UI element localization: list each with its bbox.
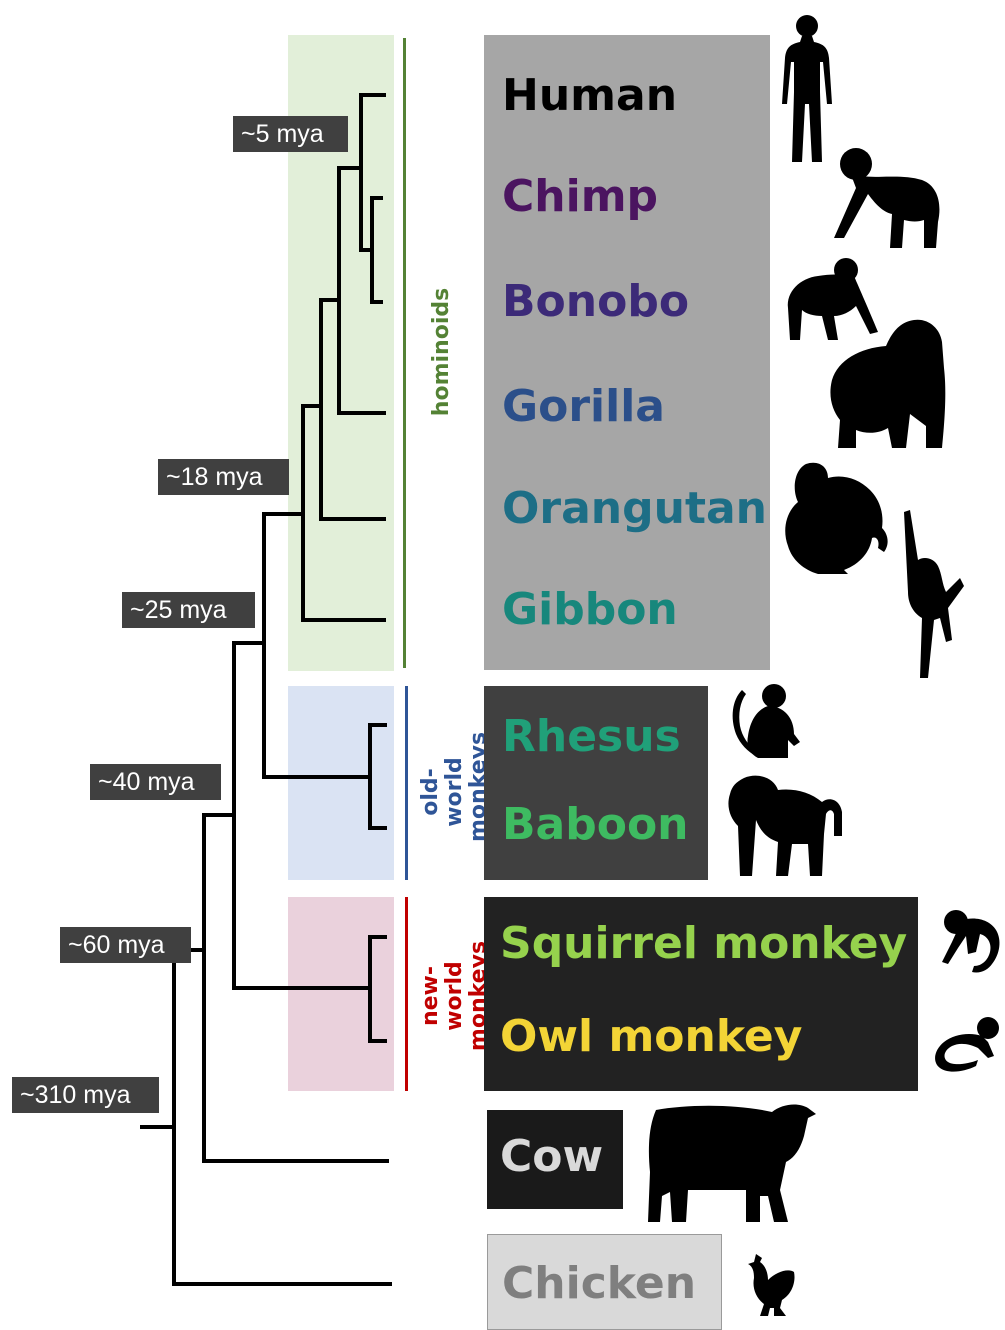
divergence-label-18mya: ~18 mya: [158, 459, 289, 495]
divergence-label-40mya: ~40 mya: [90, 764, 221, 800]
owl-monkey-silhouette-icon: [930, 1016, 1004, 1072]
rhesus-silhouette-icon: [728, 682, 802, 760]
squirrel-monkey-silhouette-icon: [936, 906, 1002, 976]
divergence-label-60mya: ~60 mya: [60, 927, 191, 963]
chimp-silhouette-icon: [826, 142, 944, 250]
gibbon-silhouette-icon: [890, 508, 964, 680]
cow-silhouette-icon: [648, 1100, 818, 1226]
human-silhouette-icon: [778, 12, 836, 162]
divergence-label-310mya: ~310 mya: [12, 1077, 159, 1113]
orangutan-silhouette-icon: [778, 460, 890, 576]
baboon-silhouette-icon: [726, 772, 842, 878]
divergence-label-5mya: ~5 mya: [233, 116, 348, 152]
chicken-silhouette-icon: [748, 1252, 796, 1318]
divergence-label-25mya: ~25 mya: [122, 592, 255, 628]
gorilla-silhouette-icon: [826, 316, 950, 450]
